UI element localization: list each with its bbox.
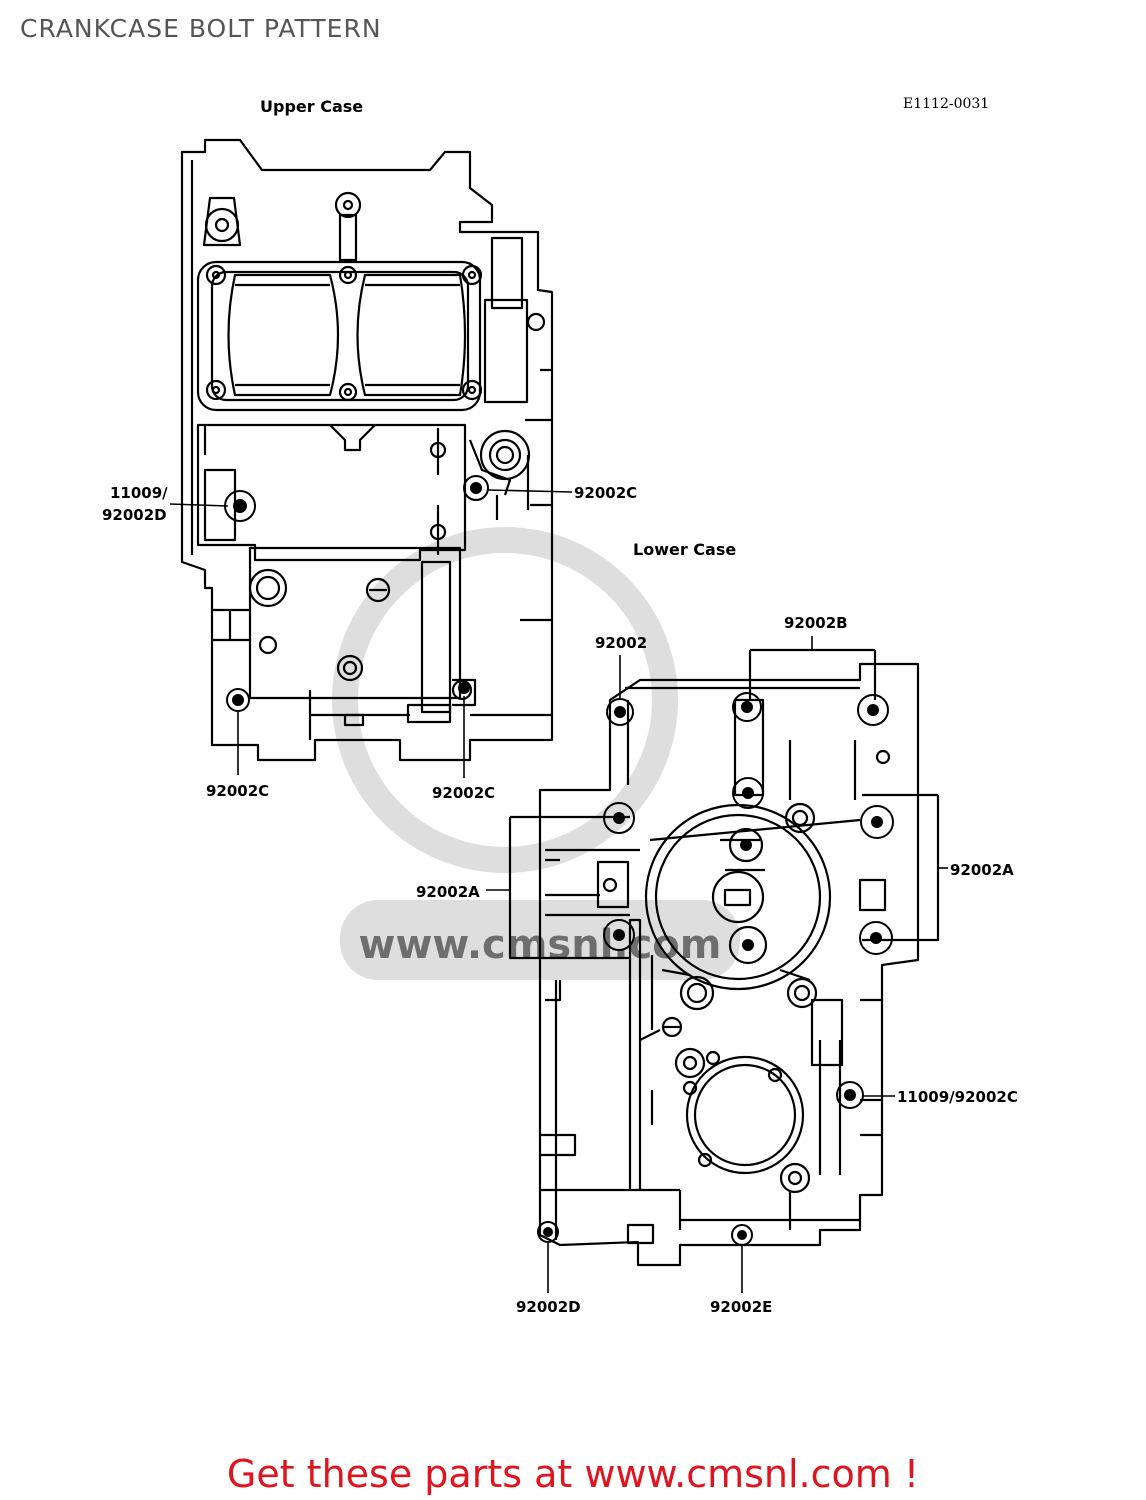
upper-case-drawing [180,138,554,762]
callout-lower-92002b: 92002B [784,614,848,632]
page-title: CRANKCASE BOLT PATTERN [20,14,382,43]
footer-link[interactable]: Get these parts at www.cmsnl.com ! [226,1452,920,1496]
callout-lower-92002a-right: 92002A [950,861,1014,879]
lower-case-bolts [537,692,894,1246]
callout-lower-92002a-left: 92002A [416,883,480,901]
reference-code: E1112-0031 [903,96,989,112]
upper-case-label: Upper Case [260,97,363,116]
callout-upper-92002c-right: 92002C [574,484,637,502]
callout-lower-92002: 92002 [595,634,647,652]
lower-case-drawing [508,648,940,1267]
callout-lower-92002e: 92002E [710,1298,772,1316]
lower-leader-lines [486,636,948,1293]
callout-upper-92002d: 92002D [102,506,167,524]
callout-upper-92002c-bottom-left: 92002C [206,782,269,800]
crankcase-diagram: www.cmsnl.com [102,96,1018,1316]
lower-case-label: Lower Case [633,540,736,559]
upper-leader-lines [169,489,573,778]
callout-upper-92002c-bottom-right: 92002C [432,784,495,802]
callout-lower-92002d: 92002D [516,1298,581,1316]
callout-lower-11009-92002c: 11009/92002C [897,1088,1018,1106]
callout-upper-11009: 11009/ [110,484,168,502]
upper-case-bolts [224,475,489,712]
